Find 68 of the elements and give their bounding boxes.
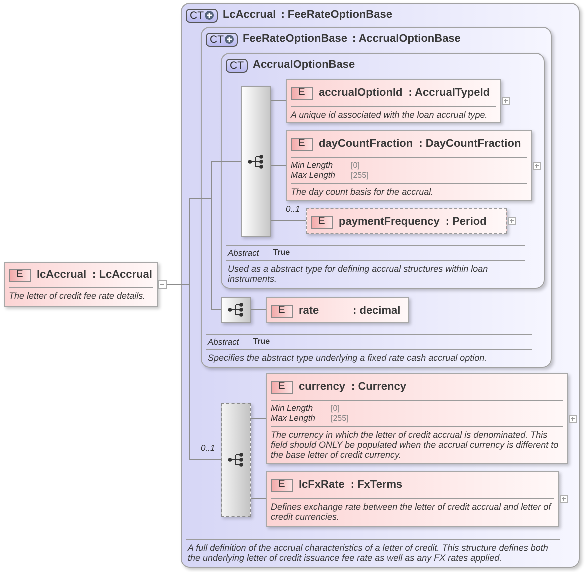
- element-name: rate: [299, 304, 320, 319]
- facet-value: [255]: [331, 414, 349, 423]
- complex-type-box: [181, 3, 580, 568]
- complex-type-box: [221, 53, 545, 289]
- badge-label: CT: [230, 60, 244, 72]
- element-badge: E: [271, 304, 293, 318]
- element-type: : Period: [446, 214, 487, 230]
- connector-line: [270, 100, 286, 102]
- element-type: : decimal: [353, 304, 401, 319]
- connector-line: [250, 418, 266, 420]
- element-box: [266, 471, 559, 527]
- element-box: [286, 79, 501, 123]
- base-type-name: : FeeRateOptionBase: [281, 8, 392, 24]
- element-badge: E: [271, 478, 293, 492]
- facet-label: Min Length: [271, 404, 314, 414]
- badge-label: CT: [190, 10, 204, 22]
- element-badge: E: [291, 138, 313, 150]
- property-label: Abstract: [228, 246, 260, 260]
- element-box: [286, 130, 532, 201]
- description-text: Used as a abstract type for defining accrual structures within loan instruments.: [228, 264, 490, 284]
- facet-value: [255]: [351, 170, 369, 180]
- description-text: The currency in which the letter of credit accrual is denominated. This field should ONLY be populated when the accrual currency is different to the base letter of credit currency.: [271, 430, 560, 460]
- multiplicity-label: 0..1: [201, 443, 216, 453]
- description-text: A unique id associated with the loan accrual type.: [291, 110, 489, 120]
- element-name: accrualOptionId: [319, 86, 403, 101]
- element-box: [306, 208, 507, 234]
- description-text: Specifies the abstract type underlying a fixed rate cash accrual option.: [208, 353, 488, 363]
- base-type-name: : AccrualOptionBase: [352, 32, 461, 48]
- facet-value: [0]: [351, 161, 360, 170]
- element-type: : FxTerms: [350, 478, 403, 493]
- multiplicity-label: 0..1: [286, 204, 300, 214]
- description-text: Defines exchange rate between the letter of credit accrual and letter of credit currencies.: [271, 502, 553, 522]
- sequence-compositor: [241, 86, 271, 237]
- element-type: : Currency: [351, 380, 407, 395]
- type-name: AccrualOptionBase: [253, 58, 356, 74]
- element-badge: E: [271, 380, 293, 394]
- element-badge: E: [9, 268, 31, 282]
- badge-label: CT: [210, 34, 224, 46]
- description-text: The letter of credit fee rate details.: [9, 291, 147, 301]
- element-type: : LcAccrual: [92, 268, 152, 283]
- property-label: Abstract: [208, 336, 240, 348]
- complex-type-box: [201, 27, 552, 368]
- element-box: [266, 297, 409, 323]
- element-name: lcFxRate: [299, 478, 345, 493]
- property-value: True: [273, 247, 290, 259]
- facet-label: Max Length: [291, 170, 336, 180]
- description-text: The day count basis for the accrual.: [291, 187, 435, 197]
- element-name: currency: [299, 380, 346, 395]
- facet-label: Max Length: [271, 414, 316, 423]
- element-badge: E: [311, 216, 333, 228]
- element-box: [266, 373, 568, 464]
- sequence-compositor: [221, 403, 251, 517]
- connector-line: [270, 220, 306, 222]
- property-value: True: [253, 336, 270, 348]
- connector-line: [250, 498, 266, 500]
- element-name: paymentFrequency: [339, 214, 440, 230]
- facet-label: Min Length: [291, 161, 334, 170]
- type-name: FeeRateOptionBase: [243, 32, 348, 48]
- description-text: A full definition of the accrual characteristics of a letter of credit. This structure defines both the underlying letter of credit issuance fee rate as well as any FX rates applied.: [188, 543, 550, 563]
- element-type: : AccrualTypeId: [408, 86, 490, 101]
- element-box: [4, 262, 158, 307]
- element-type: : DayCountFraction: [419, 136, 522, 152]
- sequence-compositor: [221, 297, 251, 323]
- element-name: lcAccrual: [37, 268, 87, 283]
- element-badge: E: [291, 86, 313, 100]
- type-name: LcAccrual: [223, 8, 276, 24]
- facet-value: [0]: [331, 404, 340, 414]
- element-name: dayCountFraction: [319, 136, 414, 152]
